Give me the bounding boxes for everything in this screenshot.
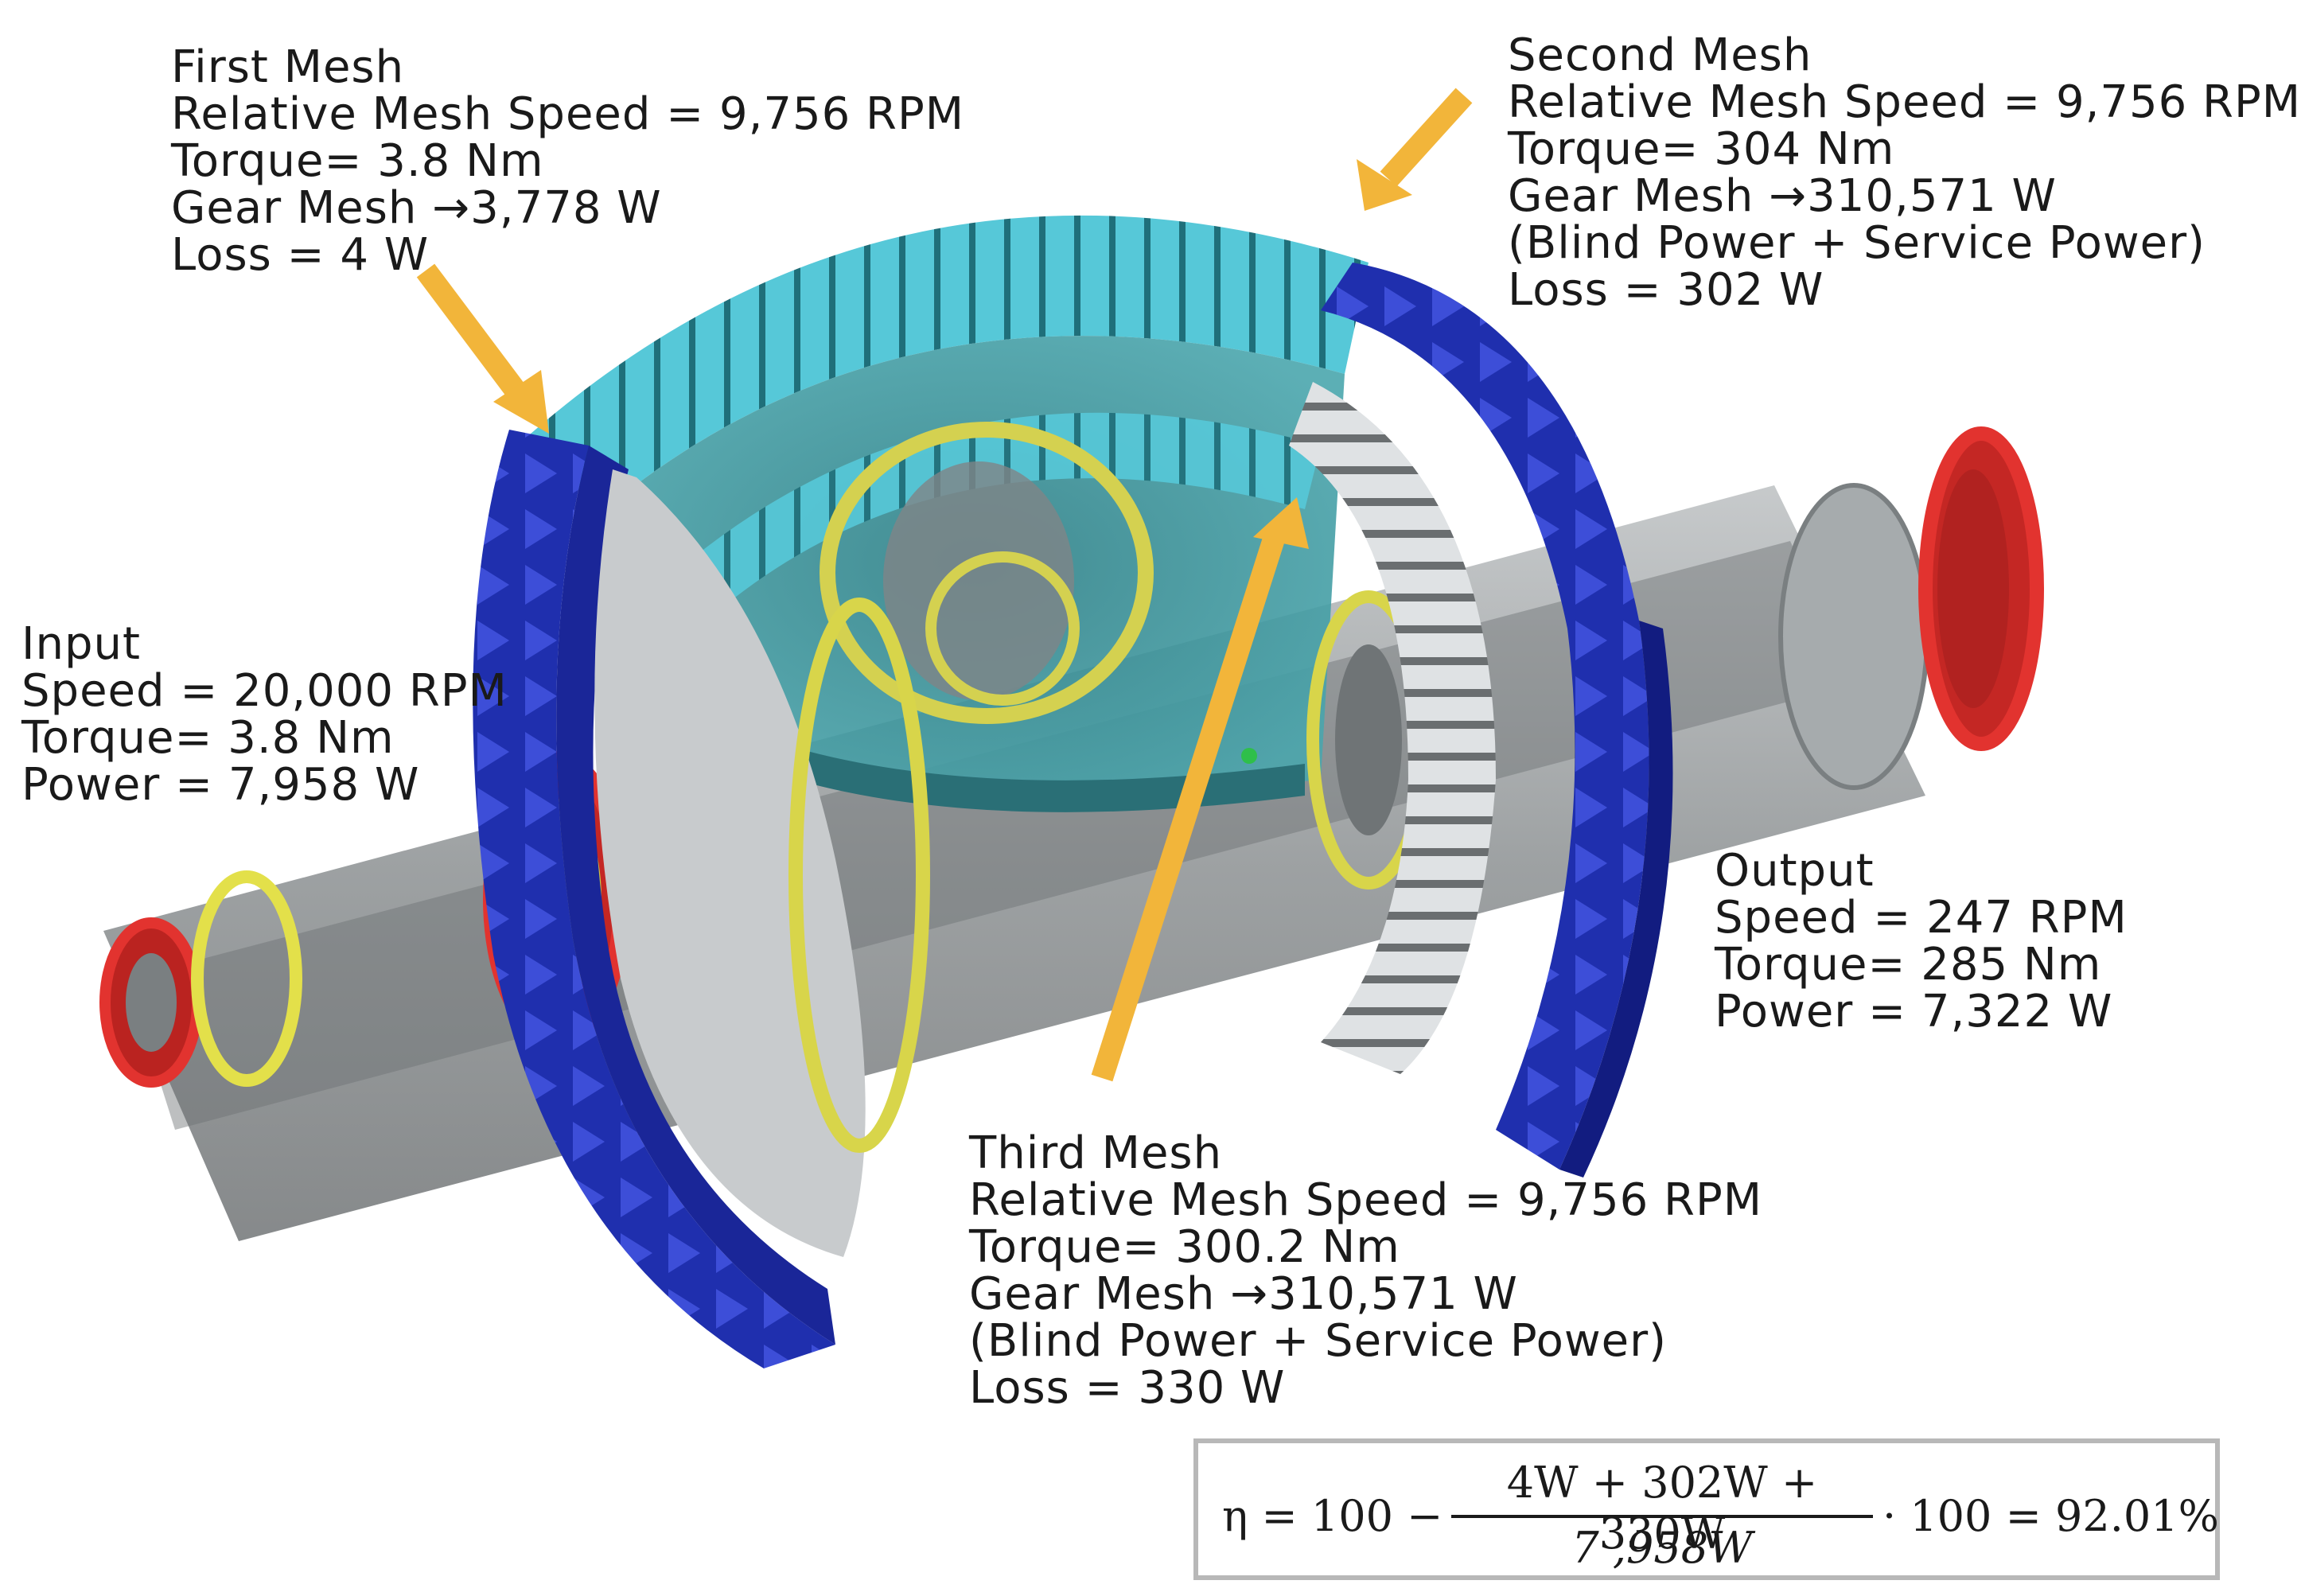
third-mesh-title: Third Mesh xyxy=(969,1127,1223,1179)
formula-denominator: 7 ,958W xyxy=(1571,1523,1753,1573)
output-gear-blue xyxy=(1321,263,1673,1178)
second-mesh-title: Second Mesh xyxy=(1508,29,1812,81)
third-mesh-speed: Relative Mesh Speed = 9,756 RPM xyxy=(969,1174,1763,1226)
input-speed: Speed = 20,000 RPM xyxy=(21,665,508,717)
second-mesh-note: (Blind Power + Service Power) xyxy=(1508,217,2206,269)
second-mesh-speed: Relative Mesh Speed = 9,756 RPM xyxy=(1508,76,2301,128)
center-marker xyxy=(1241,748,1257,764)
first-mesh-gear-mesh: Gear Mesh →3,778 W xyxy=(171,182,662,234)
second-mesh-gear-mesh: Gear Mesh →310,571 W xyxy=(1508,170,2057,222)
efficiency-formula-box: η = 100 − 4W + 302W + 330W 7 ,958W · 100… xyxy=(1193,1438,2220,1580)
third-mesh-loss: Loss = 330 W xyxy=(969,1362,1286,1414)
input-torque: Torque= 3.8 Nm xyxy=(21,712,395,764)
input-gear-blue xyxy=(473,430,835,1368)
formula-numerator: 4W + 302W + 330W xyxy=(1506,1458,1818,1559)
bevel-gear-white xyxy=(1289,382,1496,1074)
input-title: Input xyxy=(21,618,142,670)
output-title: Output xyxy=(1715,845,1875,897)
formula-fraction: 4W + 302W + 330W 7 ,958W xyxy=(1451,1458,1873,1574)
third-mesh-label: Third Mesh Relative Mesh Speed = 9,756 R… xyxy=(969,1130,1762,1411)
second-mesh-torque: Torque= 304 Nm xyxy=(1508,123,1895,175)
arrow-first-mesh-icon xyxy=(416,263,549,434)
output-torque: Torque= 285 Nm xyxy=(1715,939,2102,991)
first-mesh-title: First Mesh xyxy=(171,41,405,93)
formula-rhs: · 100 = 92.01% xyxy=(1882,1491,2219,1541)
first-mesh-speed: Relative Mesh Speed = 9,756 RPM xyxy=(171,88,965,140)
right-end-rings xyxy=(1918,426,2044,751)
arrow-second-mesh-icon xyxy=(1357,88,1473,211)
formula-fraction-bar xyxy=(1451,1515,1873,1518)
gearbox-illustration xyxy=(99,88,2044,1368)
third-mesh-torque: Torque= 300.2 Nm xyxy=(969,1221,1400,1273)
output-speed: Speed = 247 RPM xyxy=(1715,892,2128,944)
first-mesh-torque: Torque= 3.8 Nm xyxy=(171,135,544,187)
second-mesh-label: Second Mesh Relative Mesh Speed = 9,756 … xyxy=(1508,32,2301,313)
output-power: Power = 7,322 W xyxy=(1715,986,2113,1037)
center-bearings xyxy=(788,590,1431,1153)
input-label: Input Speed = 20,000 RPM Torque= 3.8 Nm … xyxy=(21,621,508,808)
arrow-third-mesh-icon xyxy=(1091,497,1309,1082)
input-power: Power = 7,958 W xyxy=(21,759,420,811)
second-mesh-loss: Loss = 302 W xyxy=(1508,264,1824,316)
third-mesh-gear-mesh: Gear Mesh →310,571 W xyxy=(969,1268,1518,1320)
grey-disc xyxy=(594,469,866,1257)
first-mesh-loss: Loss = 4 W xyxy=(171,229,430,281)
formula-lhs: η = 100 − xyxy=(1222,1491,1443,1541)
first-mesh-label: First Mesh Relative Mesh Speed = 9,756 R… xyxy=(171,44,964,278)
third-mesh-note: (Blind Power + Service Power) xyxy=(969,1315,1667,1367)
output-label: Output Speed = 247 RPM Torque= 285 Nm Po… xyxy=(1715,847,2128,1035)
